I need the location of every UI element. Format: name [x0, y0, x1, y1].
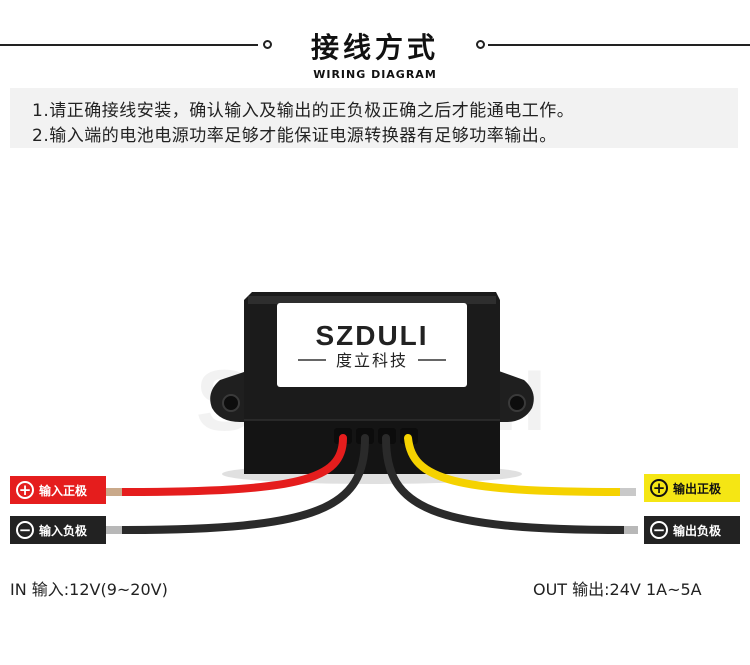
output-positive-wire — [404, 434, 636, 496]
output-spec: OUT 输出:24V 1A~5A — [533, 580, 702, 599]
output-negative-wire — [382, 434, 638, 534]
converter-body: SZDULI 度立科技 — [244, 292, 500, 474]
plus-icon: + — [16, 481, 34, 499]
header-dot-left-icon — [263, 40, 272, 49]
page-subtitle: WIRING DIAGRAM — [313, 68, 437, 81]
output-negative-label: − 输出负极 — [644, 516, 740, 544]
instruction-line-1: 1.请正确接线安装，确认输入及输出的正负极正确之后才能通电工作。 — [32, 101, 575, 121]
input-positive-label: + 输入正极 — [10, 476, 106, 504]
input-negative-wire — [106, 434, 369, 534]
device-label-plate — [277, 303, 467, 387]
page-title: 接线方式 — [310, 31, 439, 64]
header-dot-right-icon — [476, 40, 485, 49]
output-positive-text: 输出正极 — [673, 481, 722, 496]
device-brand: SZDULI — [315, 320, 428, 351]
output-positive-label: + 输出正极 — [644, 474, 740, 502]
input-negative-text: 输入负极 — [39, 523, 88, 538]
input-negative-label: − 输入负极 — [10, 516, 106, 544]
minus-icon: − — [650, 521, 668, 539]
device-brand-chinese: 度立科技 — [336, 351, 408, 370]
input-positive-wire — [106, 434, 347, 496]
header-rule-right — [488, 44, 750, 46]
wiring-diagram: SZDULI SZDULI 度立科技 — [106, 292, 638, 534]
device-mount-ears — [210, 370, 534, 422]
plus-icon: + — [650, 479, 668, 497]
instructions-box: 1.请正确接线安装，确认输入及输出的正负极正确之后才能通电工作。 2.输入端的电… — [10, 88, 738, 148]
input-spec: IN 输入:12V(9~20V) — [10, 580, 168, 599]
input-positive-text: 输入正极 — [39, 483, 88, 498]
header-rule-left — [0, 44, 258, 46]
minus-icon: − — [16, 521, 34, 539]
output-negative-text: 输出负极 — [673, 523, 722, 538]
instruction-line-2: 2.输入端的电池电源功率足够才能保证电源转换器有足够功率输出。 — [32, 126, 557, 146]
